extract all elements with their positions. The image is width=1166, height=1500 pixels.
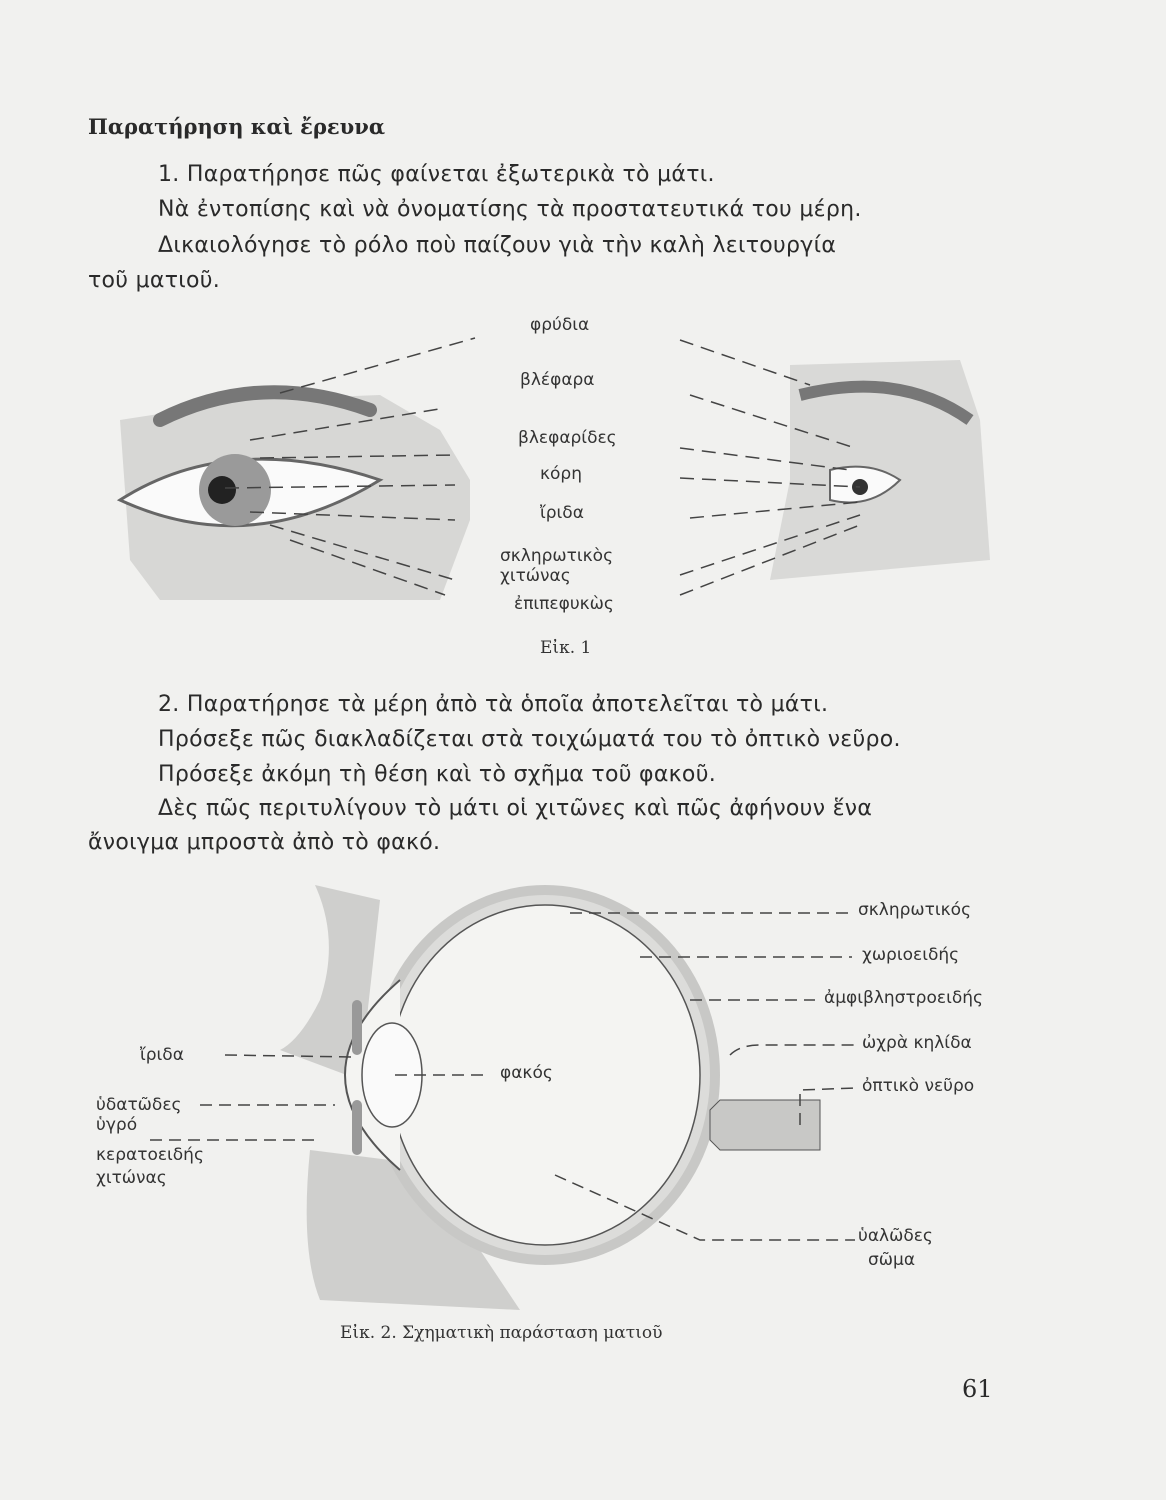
label-eyelashes: βλεφαρίδες xyxy=(518,428,617,448)
label-choroid: χωριοειδής xyxy=(862,945,960,965)
figure-1-caption: Εἰκ. 1 xyxy=(540,638,592,658)
label-vitreous-line1: ὑαλῶδες xyxy=(858,1226,933,1246)
label-retina: ἀμφιβληστροειδής xyxy=(824,988,983,1008)
paragraph-line: τοῦ ματιοῦ. xyxy=(88,268,221,293)
label-cornea-line2: χιτώνας xyxy=(96,1168,167,1188)
label-iris: ἴριδα xyxy=(140,1045,184,1065)
label-optic-nerve: ὀπτικὸ νεῦρο xyxy=(862,1076,975,1096)
section-heading: Παρατήρηση καὶ ἔρευνα xyxy=(88,114,385,139)
label-eyelids: βλέφαρα xyxy=(520,370,595,390)
paragraph-line: Πρόσεξε ἀκόμη τὴ θέση καὶ τὸ σχῆμα τοῦ φ… xyxy=(158,762,717,787)
label-aqueous-line1: ὑδατῶδες xyxy=(96,1095,182,1115)
label-conjunctiva: ἐπιπεφυκὼς xyxy=(514,594,614,614)
label-pupil: κόρη xyxy=(540,464,582,484)
optic-nerve xyxy=(709,1099,821,1151)
iris-lower xyxy=(352,1100,362,1155)
figure-1-leader-lines xyxy=(224,337,861,596)
label-macula: ὠχρὰ κηλίδα xyxy=(862,1033,972,1053)
paragraph-line: ἄνοιγμα μπροστὰ ἀπὸ τὸ φακό. xyxy=(88,830,441,855)
label-vitreous-line2: σῶμα xyxy=(868,1250,916,1270)
side-eye-drawing xyxy=(770,360,990,580)
label-sclera-line1: σκληρωτικὸς xyxy=(500,546,614,566)
paragraph-line: Δὲς πῶς περιτυλίγουν τὸ μάτι οἱ χιτῶνες … xyxy=(158,796,873,821)
paragraph-line: Πρόσεξε πῶς διακλαδίζεται στὰ τοιχώματά … xyxy=(158,727,901,752)
label-cornea-line1: κερατοειδής xyxy=(96,1145,204,1165)
iris-upper xyxy=(352,1000,362,1055)
label-sclera-line2: χιτώνας xyxy=(500,566,571,586)
label-lens: φακός xyxy=(500,1063,553,1083)
lens xyxy=(361,1022,423,1128)
paragraph-line: 2. Παρατήρησε τὰ μέρη ἀπὸ τὰ ὁποῖα ἀποτε… xyxy=(158,692,829,717)
front-eye-drawing xyxy=(116,385,470,600)
figure-2-caption: Εἰκ. 2. Σχηματικὴ παράσταση ματιοῦ xyxy=(340,1323,663,1343)
label-eyebrows: φρύδια xyxy=(530,315,590,335)
label-iris: ἴριδα xyxy=(540,503,584,523)
label-aqueous-line2: ὑγρό xyxy=(96,1115,138,1135)
paragraph-line: 1. Παρατήρησε πῶς φαίνεται ἐξωτερικὰ τὸ … xyxy=(158,162,715,187)
paragraph-line: Δικαιολόγησε τὸ ρόλο ποὺ παίζουν γιὰ τὴν… xyxy=(158,233,837,258)
label-sclera: σκληρωτικός xyxy=(858,900,972,920)
page-number: 61 xyxy=(962,1375,993,1403)
paragraph-line: Νὰ ἐντοπίσης καὶ νὰ ὀνοματίσης τὰ προστα… xyxy=(158,197,862,222)
